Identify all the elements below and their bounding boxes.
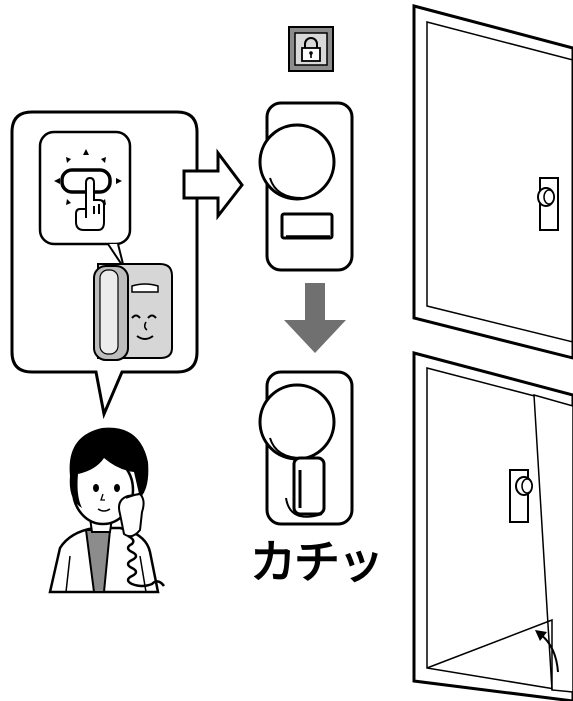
sound-effect-caption: カチッ — [250, 535, 384, 589]
gray-down-arrow-icon — [284, 283, 346, 353]
sparkle-icon — [54, 149, 122, 205]
person-on-phone — [48, 427, 165, 594]
door-lock-locked — [258, 101, 354, 272]
button-zoom-callout — [38, 130, 132, 269]
lock-icon — [288, 26, 334, 72]
door-open — [412, 351, 573, 701]
door-closed — [412, 4, 573, 360]
curved-arrow-icon — [535, 630, 559, 673]
door-lock-unlocked — [258, 370, 354, 526]
pointing-hand-icon — [75, 176, 105, 231]
outline-right-arrow-icon — [182, 148, 244, 221]
intercom-handset — [93, 263, 173, 361]
